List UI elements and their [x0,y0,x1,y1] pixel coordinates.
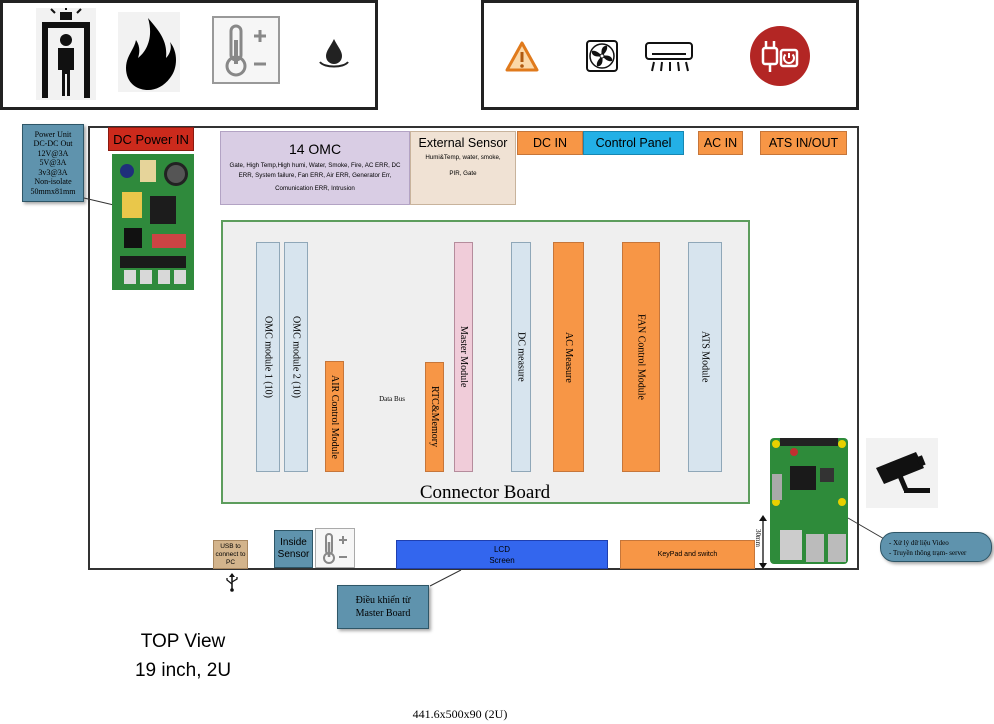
usb-icon [224,572,240,592]
power-unit-line: 3v3@3A [38,167,68,177]
height-dimension-label: 30mm [754,529,762,547]
size-caption: 19 inch, 2U [134,660,232,681]
rtc-memory-module: RTC&Memory [425,362,444,472]
ac-measure-module: AC Measure [553,242,584,472]
external-sensor-box: External Sensor Humi&Temp, water, smoke,… [410,131,516,205]
fire-icon [118,12,180,92]
master-module: Master Module [454,242,473,472]
power-plug-icon [750,26,810,86]
camera-icon [866,438,938,508]
omc-title: 14 OMC [288,141,342,157]
pi-function-callout: - Xử lý dữ liệu Video - Truyền thông trạ… [880,532,992,562]
warning-icon [505,40,539,74]
lcd-screen-box: LCD Screen [396,540,608,569]
raspberry-pi-board-image [766,434,856,568]
inside-sensor-box: Inside Sensor [274,530,313,568]
data-bus-label: Data Bus [379,395,405,403]
connector-board-title: Connector Board [419,482,551,503]
view-caption: TOP View [140,631,226,652]
master-module-label: Master Module [458,326,469,388]
height-dimension-arrow [758,514,768,570]
power-unit-line: 5V@3A [39,158,67,168]
power-supply-board-image [110,152,196,292]
omc-description: Gate, High Temp,High humi, Water, Smoke,… [229,162,401,179]
rtc-memory-label: RTC&Memory [429,386,440,448]
power-unit-line: DC-DC Out [33,139,73,149]
external-sensor-desc-2: PIR, Gate [449,170,477,177]
master-board-callout: Điều khiển từ Master Board [337,585,429,629]
inside-sensor-thermometer-icon [315,528,355,568]
omc-module-2: OMC module 2 (10) [284,242,308,472]
omc-description-2: Comunication ERR, Intrusion [275,185,355,192]
ats-in-out-label: ATS IN/OUT [760,131,847,155]
omc-module-1-label: OMC module 1 (10) [262,316,274,398]
fan-control-label: FAN Control Module [635,314,647,400]
pi-function-line: - Xử lý dữ liệu Video [889,539,949,547]
control-panel-label: Control Panel [583,131,684,155]
omc-module-1: OMC module 1 (10) [256,242,280,472]
air-conditioner-icon [644,40,694,74]
power-unit-line: Power Unit [34,129,72,139]
master-board-callout-line: Master Board [355,608,411,619]
ats-module-label: ATS Module [699,331,711,383]
lcd-screen-label: Screen [489,555,515,565]
external-sensor-desc: Humi&Temp, water, smoke, [425,154,501,161]
ac-in-label: AC IN [698,131,743,155]
usb-connect-box: USB to connect to PC [213,540,248,569]
dc-measure-label: DC measure [515,332,527,382]
air-control-module: AIR Control Module [325,361,344,472]
fan-icon [586,40,618,72]
external-sensor-title: External Sensor [418,136,508,150]
dc-in-label: DC IN [517,131,583,155]
water-drop-icon [316,36,352,72]
chassis-outline [88,126,859,570]
dimensions-caption: 441.6x500x90 (2U) [412,706,508,721]
power-unit-line: 12V@3A [37,148,69,158]
power-unit-callout: Power Unit DC-DC Out 12V@3A 5V@3A 3v3@3A… [22,124,84,202]
dc-power-in-label: DC Power IN [108,127,194,151]
body-scanner-icon [36,8,96,100]
connector-board [221,220,750,504]
ats-module: ATS Module [688,242,722,472]
fan-control-module: FAN Control Module [622,242,660,472]
air-control-module-label: AIR Control Module [329,374,340,459]
power-unit-line: 50mmx81mm [30,186,76,196]
ac-measure-label: AC Measure [563,331,574,383]
omc-module-2-label: OMC module 2 (10) [290,316,302,398]
omc-box: 14 OMC Gate, High Temp,High humi, Water,… [220,131,410,205]
pi-function-line: - Truyền thông trạm- server [889,549,967,557]
dc-measure-module: DC measure [511,242,531,472]
power-unit-line: Non-isolate [34,177,72,187]
lcd-label: LCD [493,544,510,554]
keypad-switch-box: KeyPad and switch [620,540,755,569]
master-board-callout-line: Điều khiển từ [355,595,411,606]
thermometer-icon [212,16,280,84]
